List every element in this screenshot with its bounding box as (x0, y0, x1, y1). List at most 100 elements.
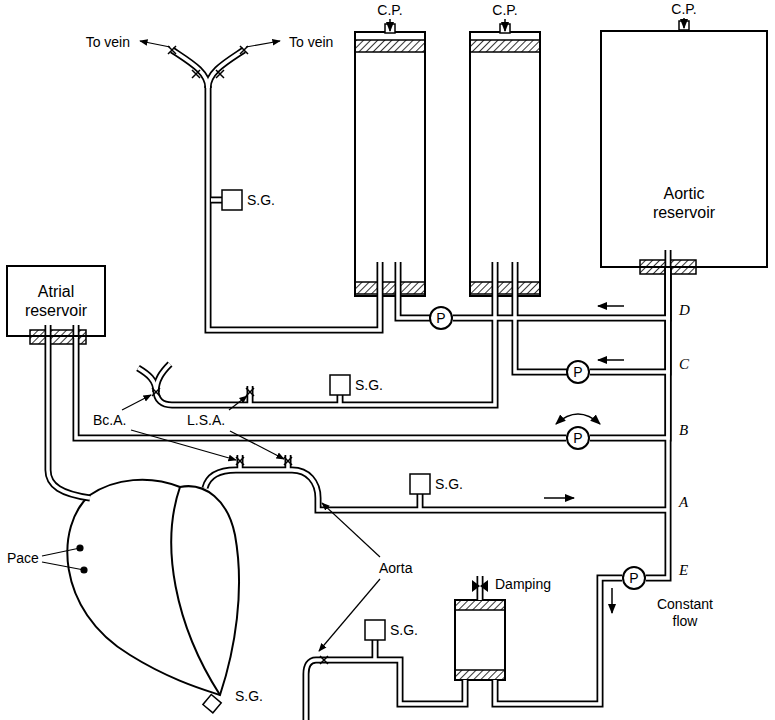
strain-gauge (222, 190, 242, 210)
pump-circle: P (622, 566, 646, 590)
cylinder (470, 32, 540, 296)
tie (246, 388, 254, 396)
strain-gauge (365, 620, 385, 640)
ligature-ties (152, 46, 328, 664)
stoppers (30, 40, 696, 680)
stopper (455, 600, 505, 610)
part-label: S.G. (354, 377, 384, 394)
pump-ring (623, 567, 645, 589)
heart-septum (171, 487, 220, 695)
flow-arrow (598, 359, 624, 361)
part-label: S.G. (246, 192, 276, 209)
port-letter: A (678, 494, 689, 511)
flow-arrow (544, 497, 574, 499)
pipe-bore (590, 268, 668, 372)
damping-clamp (472, 580, 488, 592)
leader-line (230, 431, 284, 459)
part-label: Pace (6, 550, 40, 567)
heart-outline (67, 480, 239, 695)
flow-arrows (544, 306, 624, 613)
leader-line (131, 430, 236, 460)
part-label: S.G. (434, 476, 464, 493)
leader-line (322, 503, 380, 557)
reservoir-box: Atrial reservoir (6, 265, 106, 337)
heart (67, 480, 239, 695)
electrode (77, 545, 83, 551)
part-label: C.P. (376, 2, 403, 19)
arrow (389, 18, 391, 31)
reversible-flow-arrow (556, 414, 600, 424)
flow-arrow (598, 305, 624, 307)
pipe-bore (453, 268, 668, 318)
connector-bores (76, 268, 668, 578)
port-letter: E (678, 562, 689, 579)
reservoir-box: Aortic reservoir (600, 30, 768, 268)
damping-chamber (455, 600, 505, 680)
tie (192, 70, 200, 78)
part-label: Damping (494, 576, 552, 593)
leader-line (229, 396, 247, 410)
tie (284, 457, 292, 465)
port-letter: D (678, 302, 691, 319)
wire (42, 562, 84, 570)
arrow (683, 17, 685, 28)
wire (42, 548, 80, 556)
pipe-bore (76, 337, 566, 438)
pressure-arrows (390, 17, 684, 31)
tie (152, 388, 160, 396)
pump-circle: P (566, 360, 590, 384)
part-label: Bc.A. (92, 412, 127, 429)
reservoir-label: Atrial reservoir (14, 282, 98, 320)
leader-lines (122, 41, 380, 651)
part-label: C.P. (670, 1, 697, 18)
pump-label: P (566, 426, 590, 450)
part-label: L.S.A. (186, 412, 226, 429)
pipe-connector (76, 337, 566, 438)
stopper (470, 282, 540, 294)
pipe-bore (646, 268, 668, 578)
arrow (504, 18, 506, 31)
part-label: To vein (85, 34, 131, 51)
tube-walls (48, 50, 668, 720)
pump-label: P (622, 566, 646, 590)
leader-line (140, 41, 170, 47)
reservoir-label: Aortic reservoir (642, 184, 726, 222)
stopper (455, 670, 505, 680)
port-letter: C (678, 356, 690, 373)
pump-circle: P (566, 426, 590, 450)
part-label: Constant flow (646, 596, 724, 630)
port-letter: B (678, 422, 689, 439)
part-label: C.P. (491, 2, 518, 19)
pump-ring (567, 361, 589, 383)
flow-arrow (611, 588, 613, 613)
pump-ring (430, 307, 452, 329)
stopper (470, 40, 540, 52)
pump-label: P (429, 306, 453, 330)
pipe-connector (590, 268, 668, 438)
pipe-connector (453, 268, 668, 318)
strain-gauge (410, 474, 430, 494)
strain-gauge (330, 375, 350, 395)
strain-gauges (222, 190, 430, 640)
pump-circle: P (429, 306, 453, 330)
stopper (355, 40, 425, 52)
tie (236, 457, 244, 465)
tie (320, 656, 328, 664)
tube-bores (48, 50, 668, 720)
part-label: Aorta (378, 560, 413, 577)
connector-walls (76, 268, 668, 578)
cylinder (355, 32, 425, 296)
pump-ring (567, 427, 589, 449)
tie (216, 70, 224, 78)
pacing-wires (42, 545, 87, 573)
pipe-bore (590, 268, 668, 438)
part-label: S.G. (234, 688, 264, 705)
pump-label: P (566, 360, 590, 384)
stopper (355, 282, 425, 294)
pressure-cylinders (355, 32, 540, 296)
leader-line (246, 41, 280, 47)
leader-line (319, 579, 380, 651)
part-label: To vein (288, 34, 334, 51)
strain-gauge (203, 695, 221, 713)
